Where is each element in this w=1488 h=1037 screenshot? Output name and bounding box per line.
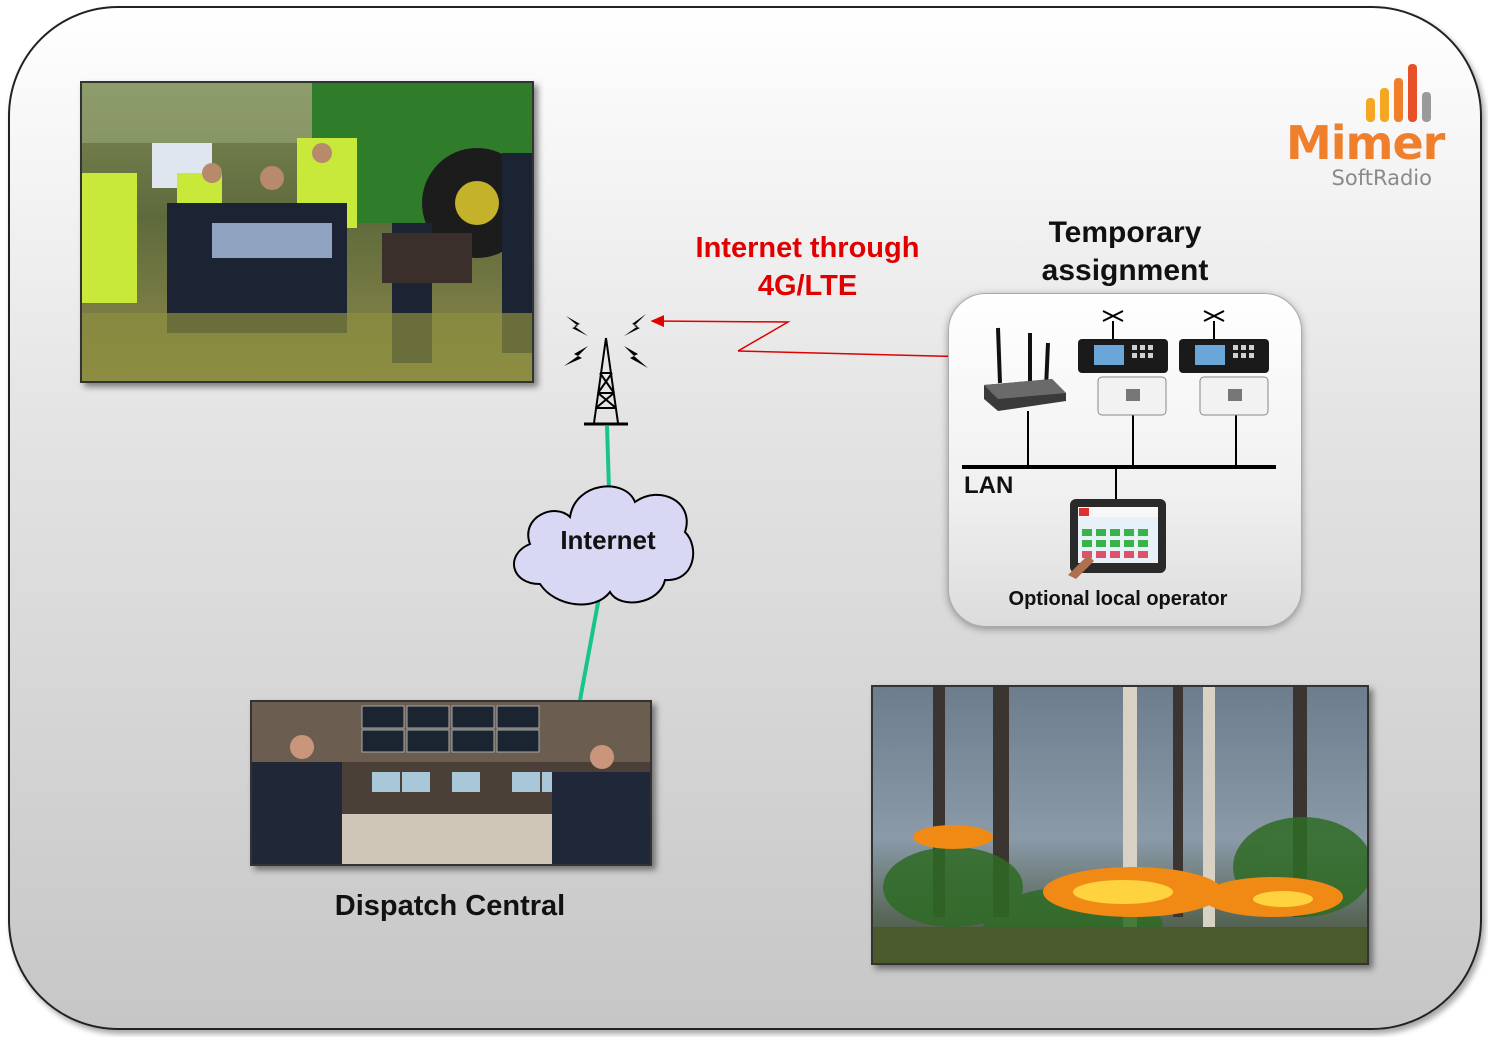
router-icon <box>984 327 1066 411</box>
radio-unit-icon <box>1179 310 1269 416</box>
touch-terminal-icon <box>1068 499 1166 579</box>
optional-operator-label: Optional local operator <box>1008 588 1228 610</box>
internet-4g-lte-link-end <box>737 350 977 363</box>
forest-fire-photo <box>871 685 1369 965</box>
mimer-softradio-logo: Mimer SoftRadio <box>1280 62 1445 192</box>
dispatch-photo <box>250 700 652 866</box>
lan-label: LAN <box>964 472 1014 499</box>
dispatch-central-label: Dispatch Central <box>334 890 566 922</box>
lan-diagram <box>962 310 1276 579</box>
signal-bars-icon <box>1366 64 1431 122</box>
internet-link-label-line1: Internet through <box>695 232 920 264</box>
logo-name: Mimer <box>1286 116 1445 170</box>
tower-to-cloud-connector <box>605 425 611 491</box>
cloud-label: Internet <box>560 525 656 555</box>
cloud-to-dispatch-connector <box>578 591 602 701</box>
internet-link-label-line2: 4G/LTE <box>757 270 858 302</box>
police-photo <box>80 81 534 383</box>
radio-unit-icon <box>1078 310 1168 416</box>
cloud-icon <box>513 485 695 606</box>
radio-tower-icon <box>564 314 648 426</box>
logo-sub: SoftRadio <box>1331 166 1432 190</box>
temporary-assignment-title-line2: assignment <box>1041 254 1209 287</box>
temporary-assignment-title-line1: Temporary <box>1048 216 1202 249</box>
internet-4g-lte-link <box>650 315 791 352</box>
